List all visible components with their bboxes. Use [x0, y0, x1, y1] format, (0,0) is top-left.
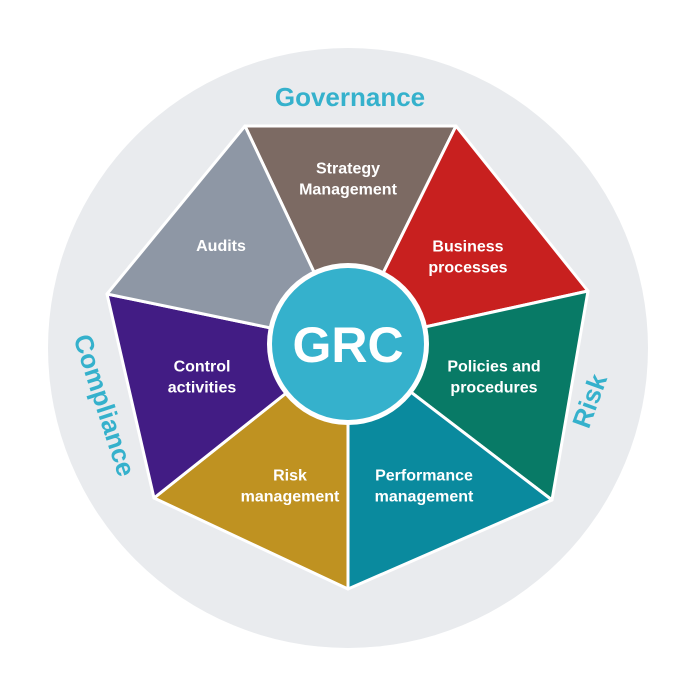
- governance-label: Governance: [275, 82, 425, 112]
- segment-label-line: activities: [168, 380, 237, 397]
- segment-label-line: Policies and: [447, 359, 540, 376]
- segment-label-line: management: [241, 489, 340, 506]
- segment-label-line: processes: [428, 260, 507, 277]
- segment-label-performance-management: Performance management: [375, 468, 474, 506]
- segment-label-line: Management: [299, 182, 397, 199]
- segment-label-line: Control: [174, 359, 231, 376]
- segment-label-line: Performance: [375, 468, 473, 485]
- center-label: GRC: [292, 317, 403, 373]
- segment-label-line: Risk: [273, 468, 307, 485]
- segment-label-control-activities: Control activities: [168, 359, 237, 397]
- segment-label-audits: Audits: [196, 238, 246, 255]
- segment-audits: [105, 124, 350, 346]
- segment-label-line: Business: [432, 239, 503, 256]
- segment-label-line: Audits: [196, 238, 246, 255]
- segment-label-policies-and-procedures: Policies and procedures: [447, 359, 540, 397]
- segment-label-risk-management: Risk management: [241, 468, 340, 506]
- segment-label-business-processes: Business processes: [428, 239, 507, 277]
- center-circle: [272, 268, 424, 420]
- segment-label-line: procedures: [450, 380, 537, 397]
- segment-label-line: Strategy: [316, 161, 380, 178]
- segment-label-line: management: [375, 489, 474, 506]
